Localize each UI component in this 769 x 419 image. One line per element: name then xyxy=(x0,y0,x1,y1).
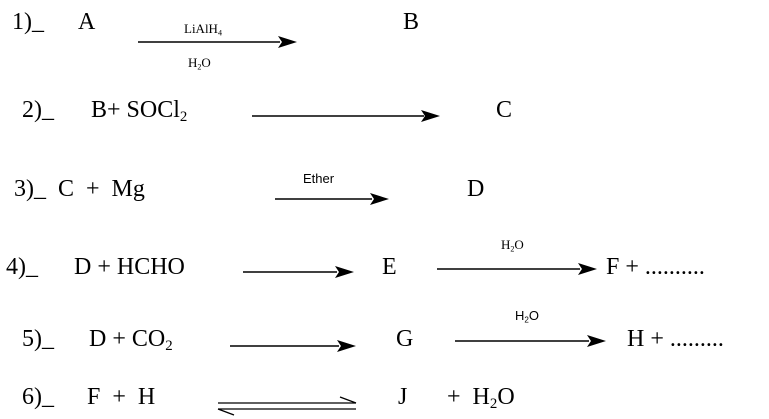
reaction-3-arrow xyxy=(275,193,389,205)
reaction-6-product: J xyxy=(398,384,408,410)
reaction-2-product: C xyxy=(496,97,513,123)
reaction-5-product: H + ......... xyxy=(627,326,724,352)
reaction-4-reactants: D + HCHO xyxy=(74,254,185,280)
reaction-6-reactants: F + H xyxy=(87,384,156,410)
reaction-4-arrow-1 xyxy=(243,266,354,278)
reaction-4-intermediate: E xyxy=(382,254,397,280)
reaction-1-product: B xyxy=(403,9,420,35)
reaction-5-reactants: D + CO2 xyxy=(89,326,173,355)
reaction-3-reactants: C + Mg xyxy=(58,176,145,202)
reaction-3-number: 3)_ xyxy=(14,176,46,202)
reaction-3-product: D xyxy=(467,176,485,202)
reaction-1-reagent-above: LiAlH4 xyxy=(184,21,222,38)
reaction-5-number: 5)_ xyxy=(22,326,54,352)
reaction-3-reagent-above: Ether xyxy=(303,171,335,186)
reaction-1-reagent-below: H2O xyxy=(188,55,211,72)
reaction-1-reactant: A xyxy=(78,9,96,35)
reaction-6-number: 6)_ xyxy=(22,384,54,410)
reaction-6-equilibrium-arrow xyxy=(217,396,357,416)
reaction-4-arrow-2 xyxy=(437,263,597,275)
reaction-2-arrow xyxy=(252,110,440,122)
reaction-5-intermediate: G xyxy=(396,326,414,352)
reaction-4-product: F + .......... xyxy=(606,254,705,280)
reaction-4-reagent-above: H2O xyxy=(501,237,524,254)
reaction-2-reactants: B+ SOCl2 xyxy=(91,97,188,126)
reaction-6-byproduct: + H2O xyxy=(447,384,515,413)
reaction-5-arrow-2 xyxy=(455,335,606,347)
reaction-5-reagent-above: H2O xyxy=(515,308,539,325)
reaction-4-number: 4)_ xyxy=(6,254,38,280)
reaction-1-arrow xyxy=(138,36,297,48)
reaction-2-number: 2)_ xyxy=(22,97,54,123)
reaction-1-number: 1)_ xyxy=(12,9,44,35)
reaction-5-arrow-1 xyxy=(230,340,356,352)
